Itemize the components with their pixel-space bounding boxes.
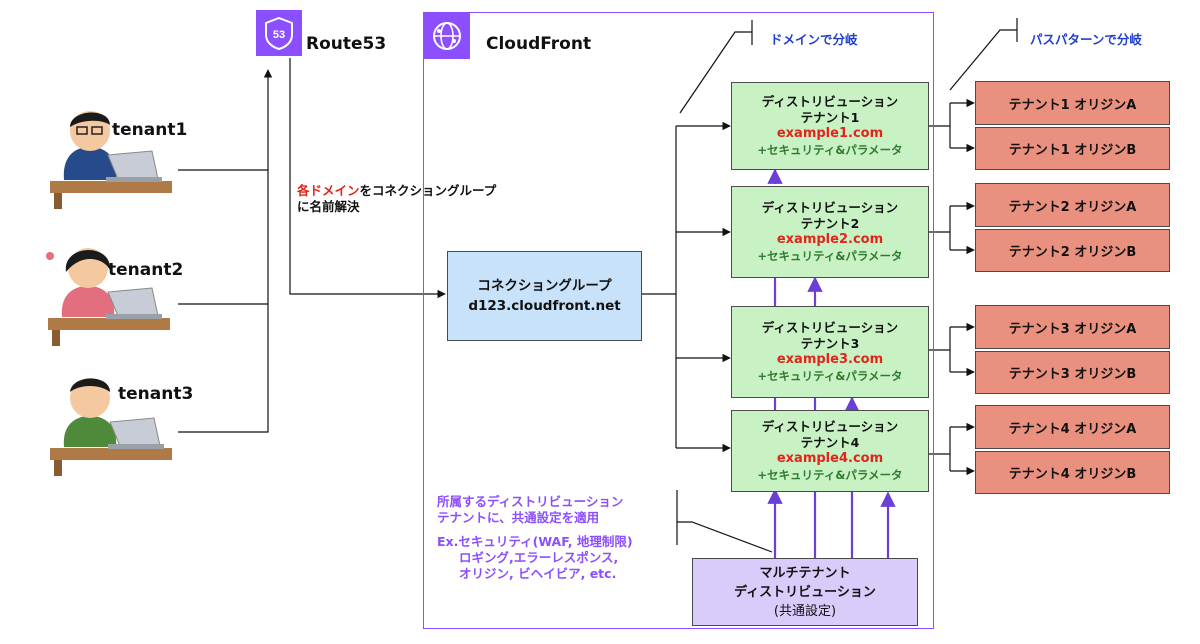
dist2-origin-lines (929, 205, 972, 251)
origin-tenant4-a: テナント4 オリジンA (975, 405, 1170, 449)
distribution-domain: example4.com (776, 451, 884, 466)
connection-group-domain: d123.cloudfront.net (468, 298, 621, 314)
distribution-tenant-4: ディストリビューション テナント4 example4.com +セキュリティ&パ… (731, 410, 929, 492)
distribution-tenant-2: ディストリビューション テナント2 example2.com +セキュリティ&パ… (731, 186, 929, 278)
distribution-domain: example3.com (776, 352, 884, 367)
route53-to-connection-group-arrow (289, 58, 446, 299)
cloudfront-label: CloudFront (486, 34, 592, 54)
tenant2-illustration (38, 232, 178, 351)
route53-label: Route53 (306, 34, 387, 54)
distribution-domain: example1.com (776, 126, 884, 141)
tenant1-illustration (42, 95, 182, 214)
name-resolution-note: 各ドメインをコネクショングループ に名前解決 (297, 183, 497, 214)
path-branch-leader (949, 18, 1018, 91)
dist4-origin-lines (929, 426, 972, 472)
origin-tenant2-a: テナント2 オリジンA (975, 183, 1170, 227)
distribution-tenant-1: ディストリビューション テナント1 example1.com +セキュリティ&パ… (731, 82, 929, 170)
tenant2-label: tenant2 (108, 260, 184, 280)
multi-tenant-distribution: マルチテナント ディストリビューション (共通設定) (692, 558, 918, 626)
dist1-origin-lines (929, 102, 972, 149)
origin-tenant2-b: テナント2 オリジンB (975, 229, 1170, 272)
distribution-tenant-3: ディストリビューション テナント3 example3.com +セキュリティ&パ… (731, 306, 929, 398)
origin-tenant1-b: テナント1 オリジンB (975, 127, 1170, 170)
domain-branch-leader (679, 20, 753, 114)
path-branch-callout: パスパターンで分岐 (1030, 32, 1142, 47)
origin-tenant1-a: テナント1 オリジンA (975, 81, 1170, 125)
dist3-origin-lines (929, 326, 972, 373)
distribution-domain: example2.com (776, 232, 884, 247)
connection-group-box: コネクショングループ d123.cloudfront.net (447, 251, 642, 341)
origin-tenant3-a: テナント3 オリジンA (975, 305, 1170, 349)
tenant3-label: tenant3 (118, 384, 194, 404)
tenant-to-route53-line (178, 169, 269, 433)
connection-group-title: コネクショングループ (477, 278, 612, 294)
shared-note-leader (676, 490, 773, 553)
route53-icon: 53 (256, 10, 302, 56)
domain-branch-callout: ドメインで分岐 (770, 32, 858, 47)
cloudfront-frame (423, 12, 934, 629)
tenant3-illustration (40, 362, 180, 481)
cloudfront-icon (424, 13, 470, 59)
origin-tenant4-b: テナント4 オリジンB (975, 451, 1170, 494)
shared-settings-note: 所属するディストリビューション テナントに、共通設定を適用 Ex.セキュリティ(… (437, 494, 633, 581)
svg-text:53: 53 (273, 29, 285, 41)
origin-tenant3-b: テナント3 オリジンB (975, 351, 1170, 394)
tenant1-label: tenant1 (112, 120, 188, 140)
